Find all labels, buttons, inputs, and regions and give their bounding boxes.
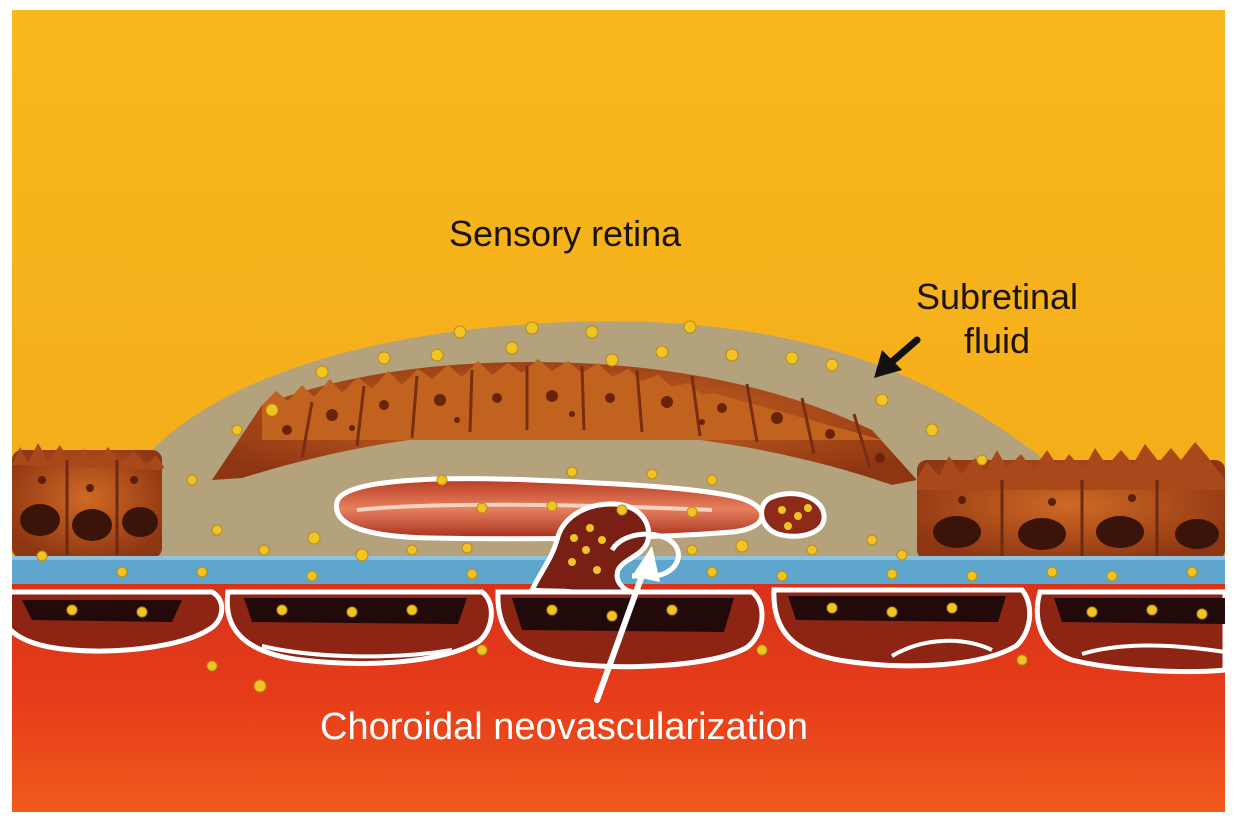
retina-cross-section-illustration xyxy=(12,10,1225,812)
neovascular-vessel-small xyxy=(762,494,825,537)
label-sensory-retina: Sensory retina xyxy=(449,213,681,255)
diagram-frame: Sensory retina Subretinal fluid Choroida… xyxy=(12,10,1225,812)
label-subretinal-fluid: Subretinal fluid xyxy=(897,275,1097,363)
label-subretinal-fluid-line2: fluid xyxy=(897,319,1097,363)
label-choroidal-neovascularization: Choroidal neovascularization xyxy=(320,706,808,749)
label-subretinal-fluid-line1: Subretinal xyxy=(897,275,1097,319)
rpe-cells-left xyxy=(12,443,164,558)
